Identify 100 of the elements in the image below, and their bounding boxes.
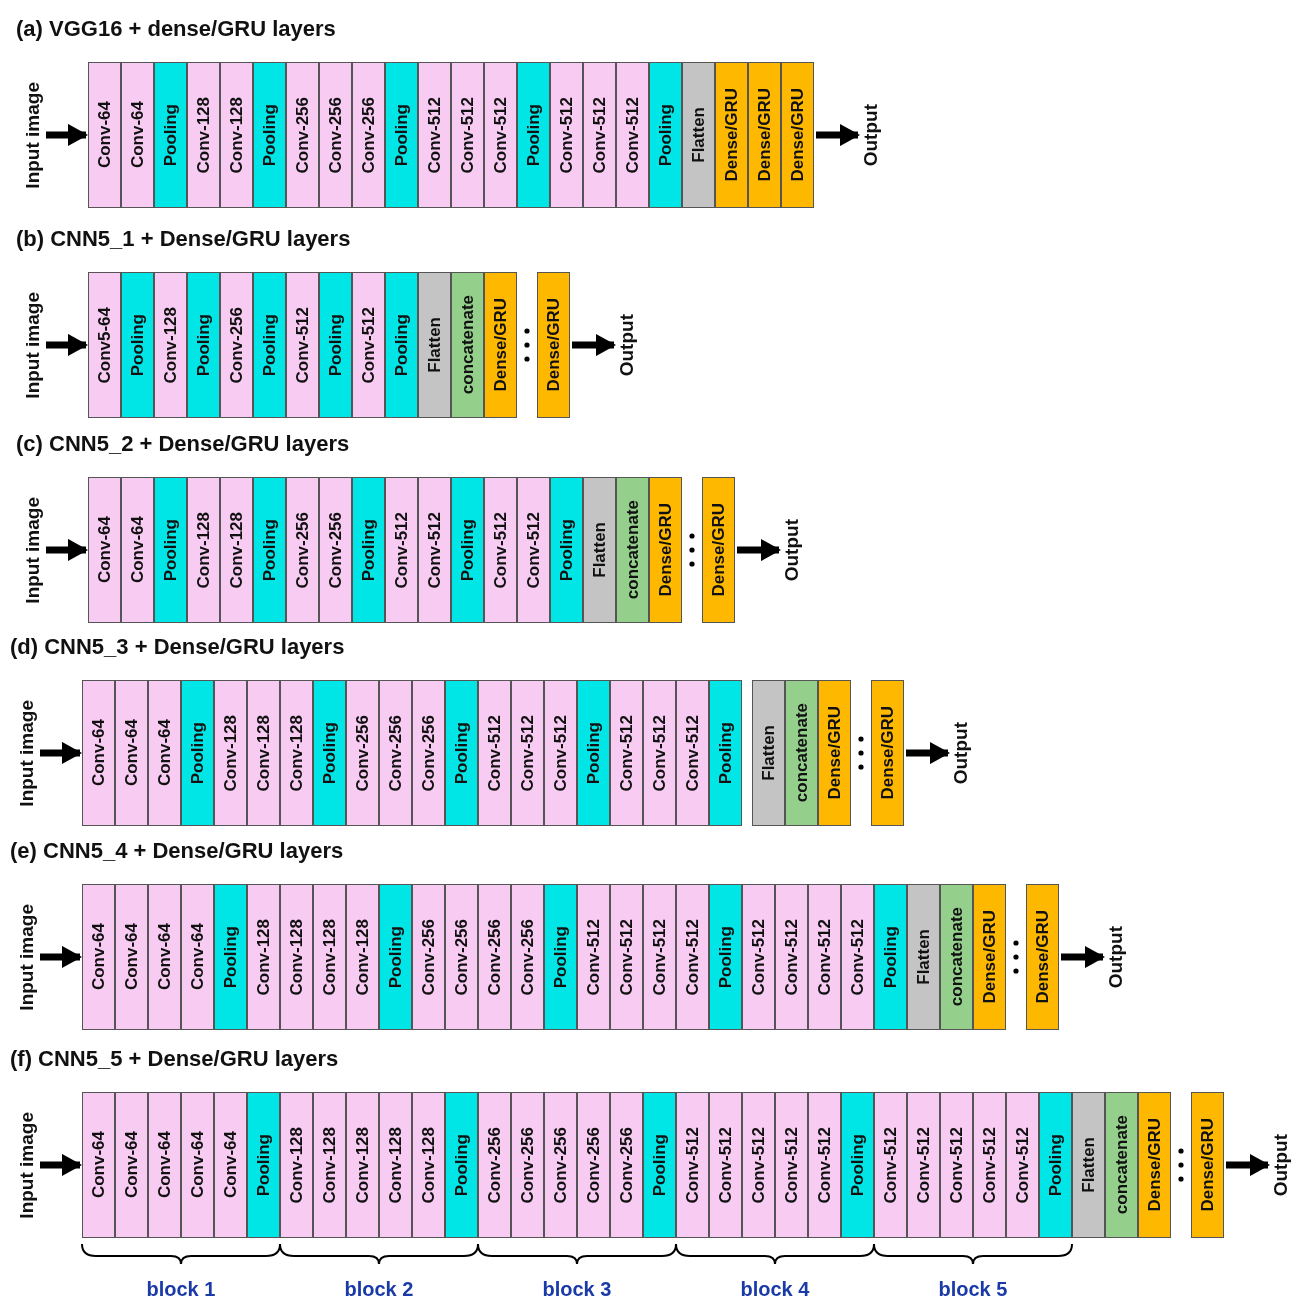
conv-layer-box — [418, 477, 451, 623]
layer-label: Pooling — [649, 1133, 670, 1197]
panel-title: (b) CNN5_1 + Dense/GRU layers — [16, 226, 351, 252]
conv-layer-box — [412, 884, 445, 1030]
layer-label: concatenate — [457, 295, 478, 395]
pooling-layer-box — [550, 477, 583, 623]
layer-label: Conv-64 — [88, 923, 109, 991]
dense-layer-box — [1026, 884, 1059, 1030]
layer-label: Pooling — [556, 518, 577, 582]
layer-label: Conv-512 — [913, 1126, 934, 1204]
layer-label: Conv-512 — [616, 714, 637, 792]
pooling-layer-box — [577, 680, 610, 826]
conv-layer-box — [82, 1092, 115, 1238]
panel-title: (a) VGG16 + dense/GRU layers — [16, 16, 336, 42]
dense-layer-box — [748, 62, 781, 208]
layer-label: Pooling — [847, 1133, 868, 1197]
layer-label: Conv-256 — [358, 96, 379, 174]
layer-label: Dense/GRU — [1197, 1118, 1218, 1212]
layer-label: Conv-64 — [88, 719, 109, 787]
conv-layer-box — [412, 680, 445, 826]
layer-label: Pooling — [1045, 1133, 1066, 1197]
pooling-layer-box — [445, 680, 478, 826]
block-label: block 3 — [542, 1278, 612, 1301]
layer-label: Dense/GRU — [979, 910, 1000, 1004]
layer-label: Dense/GRU — [754, 88, 775, 182]
layer-label: Conv-64 — [154, 1131, 175, 1199]
pooling-layer-box — [154, 62, 187, 208]
concatenate-layer-box — [451, 272, 484, 418]
conv-layer-box — [742, 1092, 775, 1238]
conv-layer-box — [517, 477, 550, 623]
layer-label: Conv-512 — [457, 96, 478, 174]
layer-label: Conv-512 — [781, 1126, 802, 1204]
conv-layer-box — [181, 884, 214, 1030]
layer-label: Conv-128 — [319, 1126, 340, 1204]
panel-title: (e) CNN5_4 + Dense/GRU layers — [10, 838, 344, 864]
layer-label: Conv-64 — [121, 1131, 142, 1199]
conv-layer-box — [874, 1092, 907, 1238]
conv-layer-box — [709, 1092, 742, 1238]
conv-layer-box — [1006, 1092, 1039, 1238]
layer-label: Conv-512 — [292, 306, 313, 384]
arrow — [737, 539, 781, 562]
conv-layer-box — [319, 477, 352, 623]
output-label: Output — [950, 722, 972, 785]
conv-layer-box — [478, 1092, 511, 1238]
layer-label: Conv-128 — [226, 511, 247, 589]
layer-label: Conv-128 — [352, 918, 373, 996]
layer-label: Flatten — [1078, 1137, 1099, 1193]
layer-label: Pooling — [193, 313, 214, 377]
dense-layer-box — [973, 884, 1006, 1030]
layer-label: Conv-64 — [121, 923, 142, 991]
layer-label: Conv-512 — [523, 511, 544, 589]
layer-label: Pooling — [715, 925, 736, 989]
layer-label: Conv-128 — [286, 918, 307, 996]
conv-layer-box — [280, 884, 313, 1030]
layer-label: Conv-512 — [616, 918, 637, 996]
layer-label: Conv-256 — [418, 714, 439, 792]
layer-label: Conv-512 — [682, 1126, 703, 1204]
layer-label: Conv-512 — [556, 96, 577, 174]
layer-label: Conv-128 — [286, 714, 307, 792]
layer-label: Conv-256 — [517, 1126, 538, 1204]
layer-label: Pooling — [325, 313, 346, 377]
layer-label: Dense/GRU — [708, 503, 729, 597]
layer-label: Conv-256 — [325, 511, 346, 589]
pooling-layer-box — [253, 272, 286, 418]
pooling-layer-box — [874, 884, 907, 1030]
conv-layer-box — [418, 62, 451, 208]
pooling-layer-box — [253, 477, 286, 623]
arrow — [1226, 1154, 1270, 1177]
conv-layer-box — [319, 62, 352, 208]
pooling-layer-box — [709, 884, 742, 1030]
layer-label: Conv-512 — [490, 511, 511, 589]
layer-label: Conv-512 — [490, 96, 511, 174]
conv-layer-box — [940, 1092, 973, 1238]
layer-label: Conv-64 — [127, 516, 148, 584]
conv-layer-box — [247, 680, 280, 826]
layer-label: Conv-256 — [517, 918, 538, 996]
conv-layer-box — [610, 884, 643, 1030]
layer-label: Dense/GRU — [655, 503, 676, 597]
dense-layer-box — [871, 680, 904, 826]
pooling-layer-box — [451, 477, 484, 623]
dense-layer-box — [1191, 1092, 1224, 1238]
flatten-layer-box — [682, 62, 715, 208]
conv-layer-box — [214, 1092, 247, 1238]
conv-layer-box — [115, 884, 148, 1030]
conv-layer-box — [973, 1092, 1006, 1238]
layer-label: Conv-512 — [979, 1126, 1000, 1204]
layer-label: Conv-128 — [286, 1126, 307, 1204]
layer-label: Conv-128 — [418, 1126, 439, 1204]
flatten-layer-box — [1072, 1092, 1105, 1238]
layer-label: Pooling — [715, 721, 736, 785]
layer-label: Conv5-64 — [94, 306, 115, 384]
layer-label: Conv-256 — [292, 511, 313, 589]
conv-layer-box — [610, 680, 643, 826]
pooling-layer-box — [385, 272, 418, 418]
conv-layer-box — [412, 1092, 445, 1238]
layer-label: concatenate — [946, 907, 967, 1007]
layer-label: Conv-128 — [319, 918, 340, 996]
layer-label: Conv-512 — [583, 918, 604, 996]
conv-layer-box — [616, 62, 649, 208]
conv-layer-box — [346, 884, 379, 1030]
